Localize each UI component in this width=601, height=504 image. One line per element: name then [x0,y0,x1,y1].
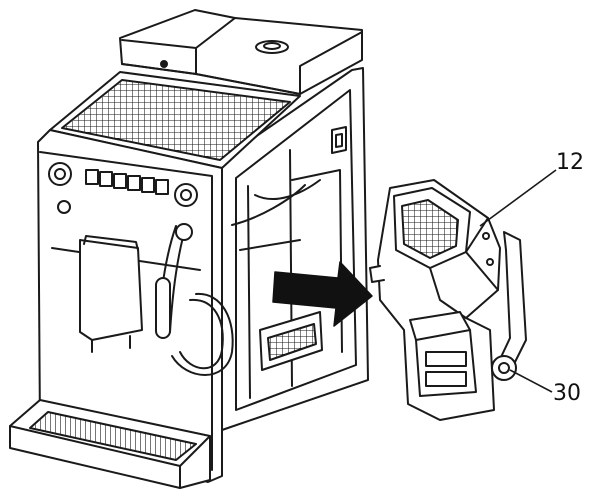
removal-arrow [272,261,373,327]
milk-container [79,239,143,341]
coffee-machine [9,9,369,489]
brew-unit [369,179,527,421]
leader-line-12 [479,169,557,227]
leader-line-30 [509,369,553,393]
power-button [57,200,71,214]
callout-label-lever: 30 [553,381,581,406]
callout-label-brew-unit: 12 [556,150,584,175]
button-row [85,169,169,195]
